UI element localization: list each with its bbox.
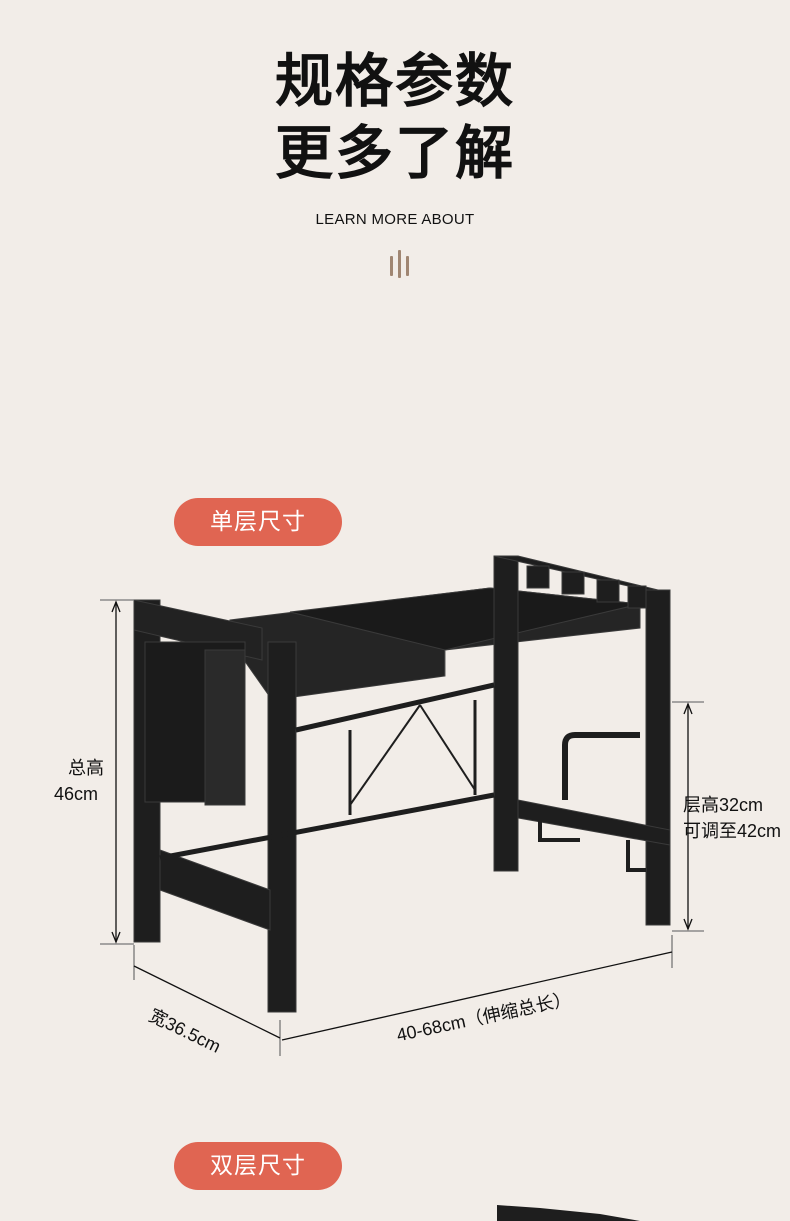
total-height-label: 总高	[68, 758, 104, 778]
double-layer-size-badge: 双层尺寸	[174, 1142, 342, 1190]
layer-height-label: 层高32cm	[683, 795, 764, 815]
layer-adjustable-label: 可调至42cm	[683, 821, 782, 841]
total-height-value: 46cm	[54, 784, 99, 804]
page-title-line2: 更多了解	[274, 119, 515, 187]
page-title-line1: 规格参数	[274, 47, 515, 115]
three-vertical-lines-icon	[390, 250, 410, 278]
single-layer-size-badge: 单层尺寸	[174, 498, 342, 546]
dimension-lines	[100, 599, 704, 1056]
subtitle: LEARN MORE ABOUT	[315, 211, 475, 228]
rack-drawing	[133, 555, 671, 1013]
